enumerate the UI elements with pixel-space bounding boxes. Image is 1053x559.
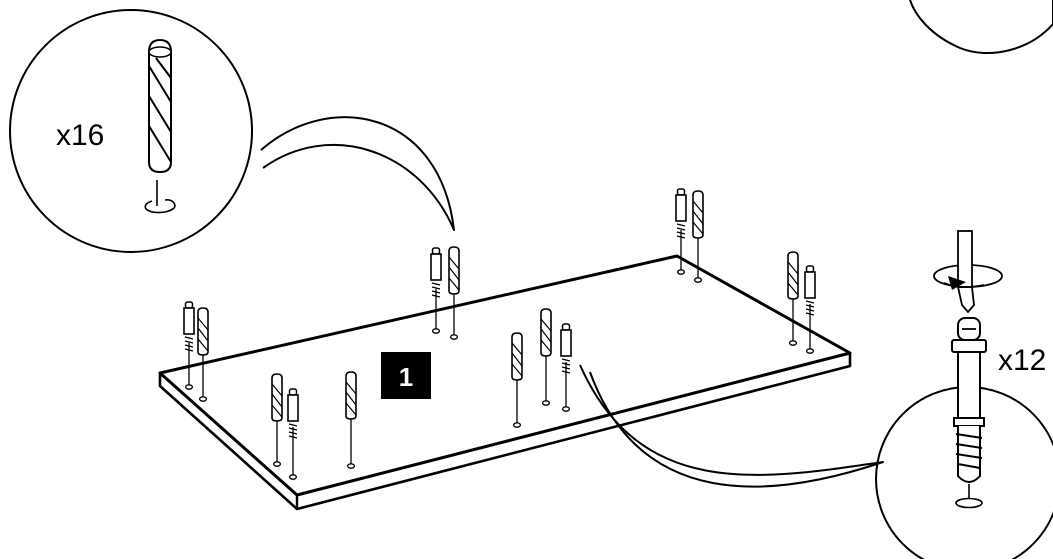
step-number: 1	[399, 362, 413, 392]
cam-bolt-large-icon	[952, 318, 986, 482]
dowel-icon	[346, 372, 356, 419]
dowel-icon	[693, 191, 703, 238]
screwdriver-icon	[934, 231, 1002, 312]
panel-board	[160, 256, 850, 509]
dowel-icon	[541, 309, 551, 356]
dowel-quantity: x16	[56, 119, 104, 152]
dowel-icon	[449, 247, 459, 294]
callout-pointer	[261, 117, 454, 230]
dowel-icon	[272, 374, 282, 421]
dowel-icon	[149, 40, 171, 172]
callout-dowel: x16	[10, 10, 454, 252]
step-badge: 1	[381, 352, 431, 399]
hole-icon	[956, 499, 982, 508]
dowel-icon	[788, 252, 798, 299]
dowel-icon	[512, 333, 522, 380]
cam-bolt-quantity: x12	[998, 344, 1046, 377]
dowel-icon	[198, 308, 208, 355]
callout-partial-top-right	[910, 0, 1053, 53]
